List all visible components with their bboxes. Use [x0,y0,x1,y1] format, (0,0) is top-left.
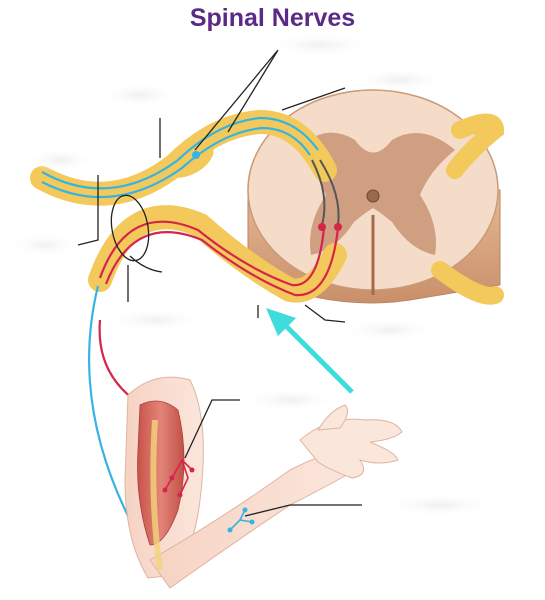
leader-line-2 [227,49,279,133]
hand [299,418,403,479]
leader-line-9 [304,304,346,323]
motor-fiber-1 [98,220,326,287]
thumb [317,404,349,431]
sensory-neuron-body [192,151,200,159]
dorsal-root-ganglion-ring [110,194,150,262]
label-7 [340,318,440,342]
cord-neurons [311,159,342,231]
arm [124,376,403,589]
gray-interneuron [311,159,326,226]
leader-line-5 [77,175,99,246]
label-4 [25,148,95,172]
leader-line-10 [184,399,240,459]
leader-line-11 [244,504,362,517]
ventral-root-sheath [88,205,347,303]
label-3 [100,83,180,107]
pointer-arrow-head [266,308,296,336]
motor-neuron-body-2 [334,223,342,231]
biceps-muscle [137,400,185,546]
right-lower-root-sheath [431,261,504,305]
label-placeholders [10,33,500,517]
label-2 [350,68,450,92]
sensory-receptor-dots [227,507,255,533]
label-6 [105,308,205,332]
label-8 [240,388,340,412]
leader-line-1 [194,49,279,151]
leader-line-7 [129,255,163,273]
nerve-sheath [30,109,505,305]
leader-line-3 [281,87,346,111]
humerus-bone [150,419,163,571]
leader-lines [77,49,362,517]
label-9 [380,493,500,517]
pointer-arrow [266,308,354,394]
right-root-sheath [446,113,505,179]
motor-end-plate-dots [162,467,195,498]
gray-interneuron-2 [319,159,340,226]
diagram-title: Spinal Nerves [189,4,356,32]
dorsal-root-sheath [30,109,337,206]
label-5 [10,233,80,257]
motor-neuron-body-1 [318,223,326,231]
motor-fiber-2 [104,227,340,297]
central-canal [366,189,380,203]
label-1 [265,33,375,57]
